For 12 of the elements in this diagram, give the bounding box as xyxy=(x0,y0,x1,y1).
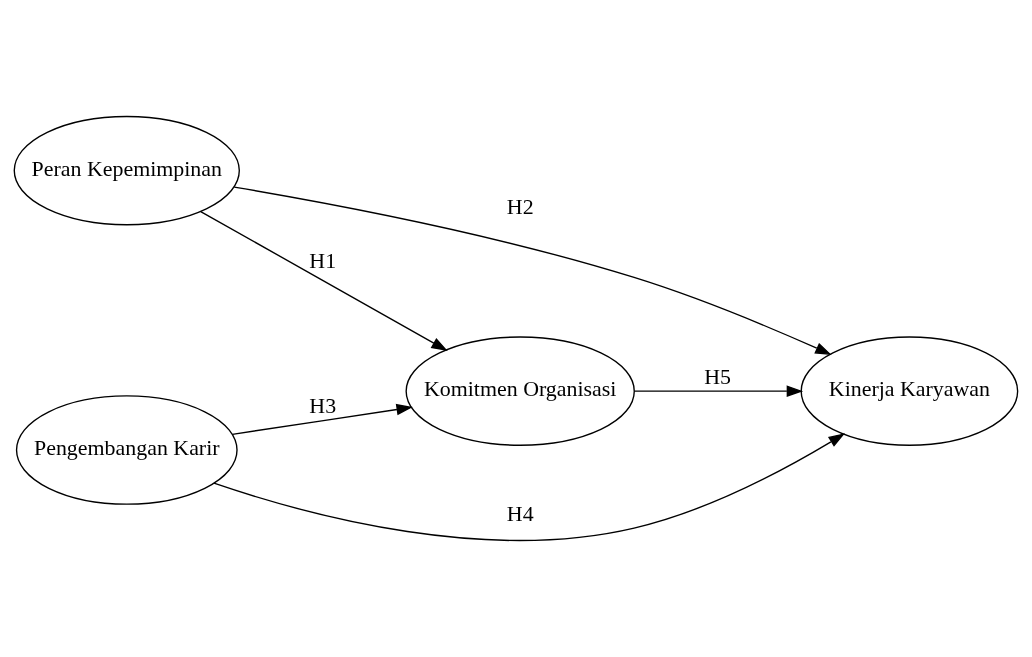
edge-label: H3 xyxy=(309,392,337,418)
edge-label: H4 xyxy=(506,500,534,526)
arrow xyxy=(233,186,832,355)
arrow xyxy=(231,403,413,435)
node-ellipse: Peran Kepemimpinan xyxy=(13,115,240,226)
arrow xyxy=(213,433,846,542)
edge-label: H2 xyxy=(506,194,534,220)
edge-label: H5 xyxy=(704,364,732,390)
arrow xyxy=(200,210,448,352)
edge-label: H1 xyxy=(309,247,337,273)
arrow xyxy=(633,385,804,397)
node-ellipse: Pengembangan Karir xyxy=(15,395,238,505)
